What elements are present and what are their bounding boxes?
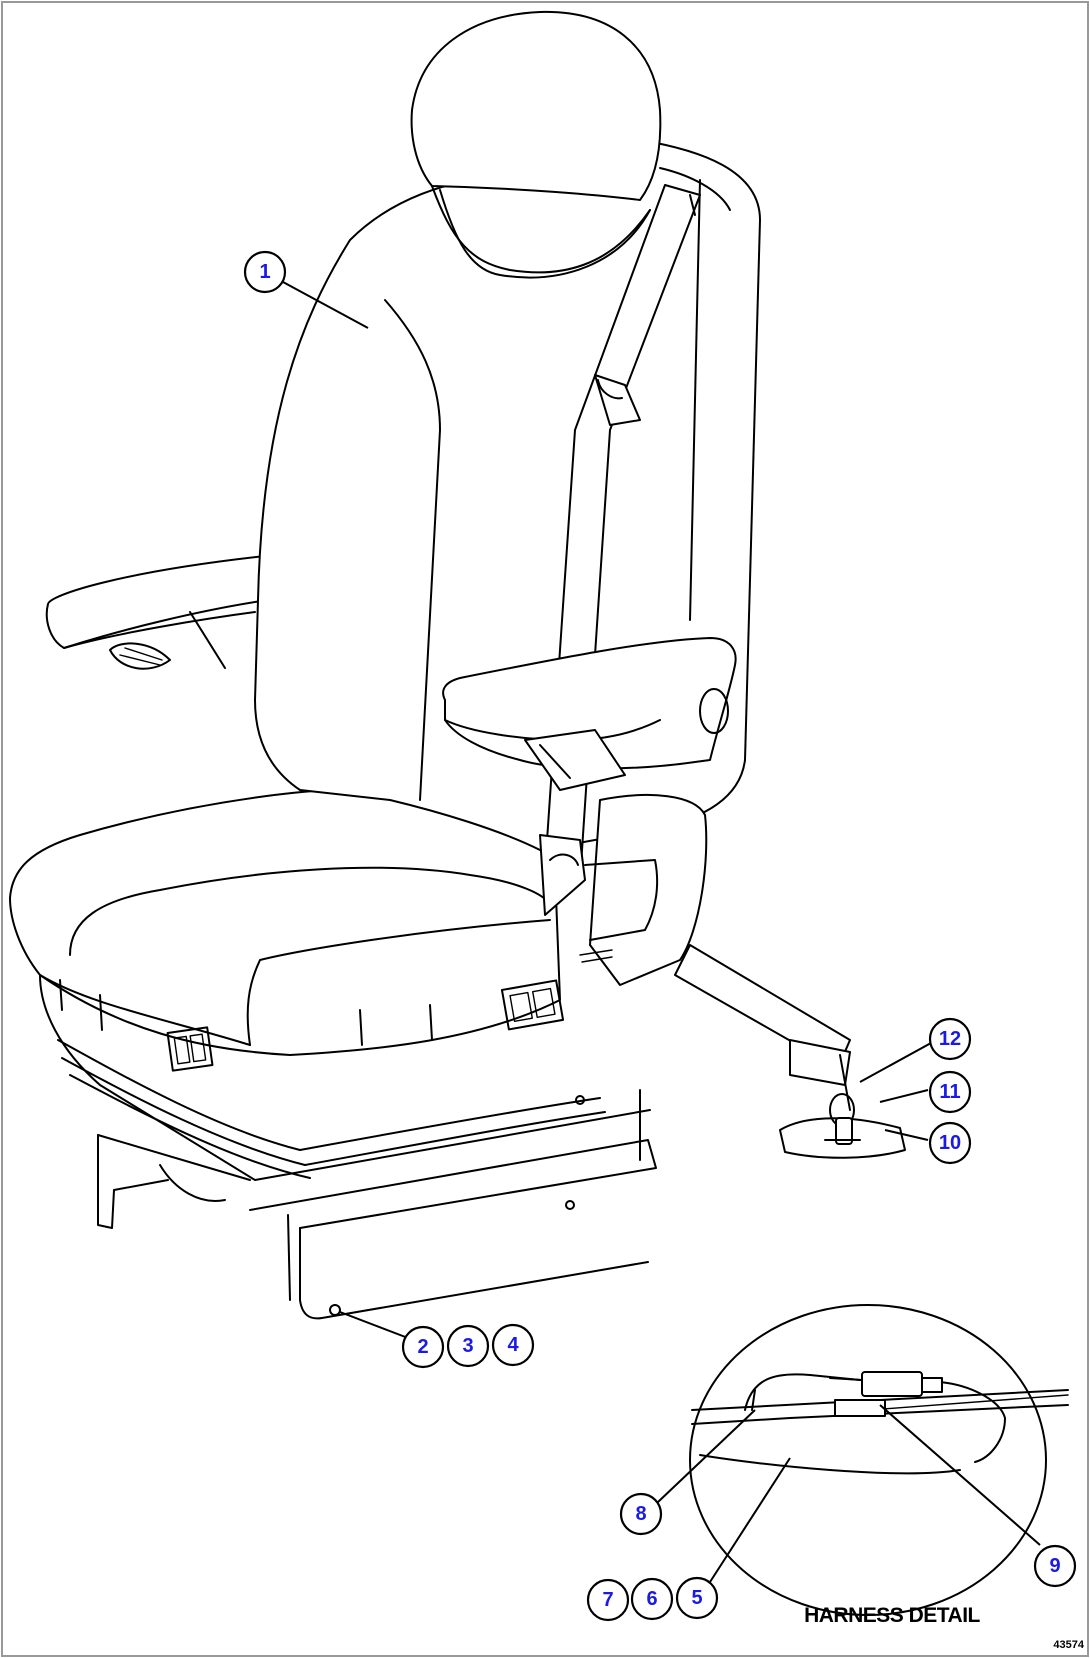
callout-12: 12	[928, 1017, 972, 1061]
callout-label-11: 11	[939, 1081, 960, 1103]
headrest	[410, 10, 662, 274]
callout-1: 1	[243, 250, 287, 294]
callout-9: 9	[1033, 1544, 1077, 1588]
callout-3: 3	[446, 1324, 490, 1368]
callout-label-9: 9	[1049, 1555, 1060, 1577]
callout-2: 2	[401, 1325, 445, 1369]
callout-label-1: 1	[259, 261, 270, 283]
callout-5: 5	[675, 1576, 719, 1620]
callout-6: 6	[630, 1577, 674, 1621]
callout-label-6: 6	[646, 1588, 657, 1610]
leader-lines	[282, 281, 1041, 1583]
seat-side-panel	[500, 794, 708, 1031]
seat-belt-anchor	[674, 944, 906, 1159]
callout-11: 11	[928, 1070, 972, 1114]
callout-label-5: 5	[691, 1587, 702, 1609]
callout-label-4: 4	[507, 1334, 519, 1356]
seat-cushion	[9, 788, 561, 1072]
seat-illustration	[9, 10, 906, 1320]
callout-label-10: 10	[939, 1132, 961, 1154]
callout-label-7: 7	[602, 1589, 613, 1611]
callout-label-12: 12	[939, 1028, 961, 1050]
left-armrest	[45, 555, 269, 670]
callout-label-8: 8	[635, 1503, 646, 1525]
callout-10: 10	[928, 1121, 972, 1165]
harness-detail-title: HARNESS DETAIL	[804, 1604, 980, 1627]
callout-7: 7	[586, 1578, 630, 1622]
drawing-id: 43574	[1053, 1639, 1084, 1651]
callout-label-3: 3	[462, 1335, 473, 1357]
callout-label-2: 2	[417, 1336, 428, 1358]
seat-suspension	[39, 974, 657, 1320]
harness-detail	[689, 1304, 1069, 1616]
right-armrest	[442, 637, 737, 791]
callout-8: 8	[619, 1492, 663, 1536]
detail-ellipse	[689, 1304, 1047, 1616]
callout-4: 4	[491, 1323, 535, 1367]
